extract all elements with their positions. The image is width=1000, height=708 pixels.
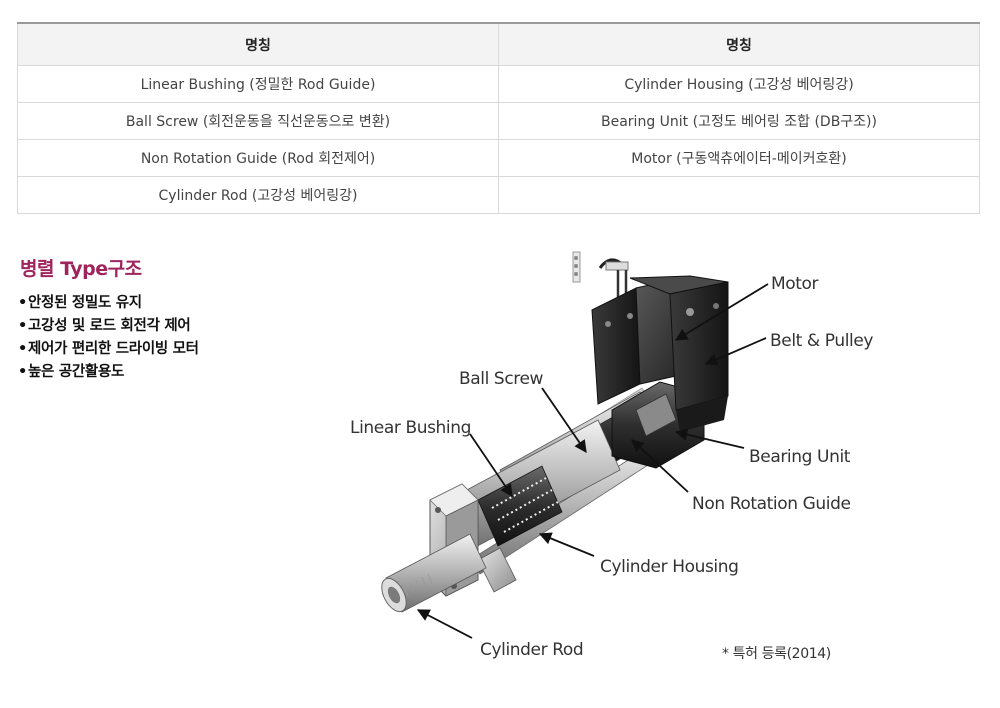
table-header-name-1: 명칭 — [17, 22, 499, 66]
table-cell: Linear Bushing (정밀한 Rod Guide) — [17, 65, 499, 103]
label-linear-bushing: Linear Bushing — [350, 418, 471, 438]
list-item: •제어가 편리한 드라이빙 모터 — [18, 341, 199, 357]
list-item: •고강성 및 로드 회전각 제어 — [18, 318, 191, 334]
label-ball-screw: Ball Screw — [459, 369, 544, 389]
label-non-rotation-guide: Non Rotation Guide — [692, 494, 851, 514]
cylinder-housing — [447, 419, 621, 551]
callout-arrows — [416, 283, 769, 639]
label-belt-pulley: Belt & Pulley — [770, 331, 873, 351]
bearing-unit — [611, 381, 705, 469]
motor — [591, 275, 729, 432]
table-cell: Motor (구동액츄에이터-메이커호환) — [498, 139, 980, 177]
table-cell: Cylinder Rod (고강성 베어링강) — [17, 176, 499, 214]
table-row: Non Rotation Guide (Rod 회전제어) Motor (구동액… — [17, 139, 980, 177]
front-end-block — [429, 483, 517, 597]
feature-list: •안정된 정밀도 유지 •고강성 및 로드 회전각 제어 •제어가 편리한 드라… — [18, 292, 199, 384]
label-cylinder-rod: Cylinder Rod — [480, 640, 583, 660]
table-cell — [498, 176, 980, 214]
table-cell: Bearing Unit (고정도 베어링 조합 (DB구조)) — [498, 102, 980, 140]
table-row: Linear Bushing (정밀한 Rod Guide) Cylinder … — [17, 65, 980, 103]
table-row: Cylinder Rod (고강성 베어링강) — [17, 176, 980, 214]
guide-rods — [439, 387, 669, 575]
table-header-name-2: 명칭 — [498, 22, 980, 66]
table-cell: Non Rotation Guide (Rod 회전제어) — [17, 139, 499, 177]
list-item: •높은 공간활용도 — [18, 364, 125, 380]
motor-connector — [572, 251, 629, 300]
label-motor: Motor — [771, 274, 819, 294]
spec-table: 명칭 명칭 Linear Bushing (정밀한 Rod Guide) Cyl… — [17, 22, 980, 214]
section-title: 병렬 Type구조 — [20, 258, 142, 280]
list-item: •안정된 정밀도 유지 — [18, 295, 142, 311]
table-cell: Cylinder Housing (고강성 베어링강) — [498, 65, 980, 103]
patent-note: * 특허 등록(2014) — [722, 646, 831, 662]
cylinder-rod — [381, 533, 487, 613]
label-cylinder-housing: Cylinder Housing — [600, 557, 739, 577]
feature-text: 안정된 정밀도 유지 — [28, 295, 142, 311]
feature-text: 고강성 및 로드 회전각 제어 — [28, 318, 191, 334]
feature-text: 높은 공간활용도 — [28, 364, 125, 380]
table-row: Ball Screw (회전운동을 직선운동으로 변환) Bearing Uni… — [17, 102, 980, 140]
label-bearing-unit: Bearing Unit — [749, 447, 851, 467]
feature-text: 제어가 편리한 드라이빙 모터 — [28, 341, 199, 357]
table-header-row: 명칭 명칭 — [17, 22, 980, 66]
table-cell: Ball Screw (회전운동을 직선운동으로 변환) — [17, 102, 499, 140]
ball-screw — [499, 391, 669, 511]
linear-bushing — [477, 465, 563, 547]
